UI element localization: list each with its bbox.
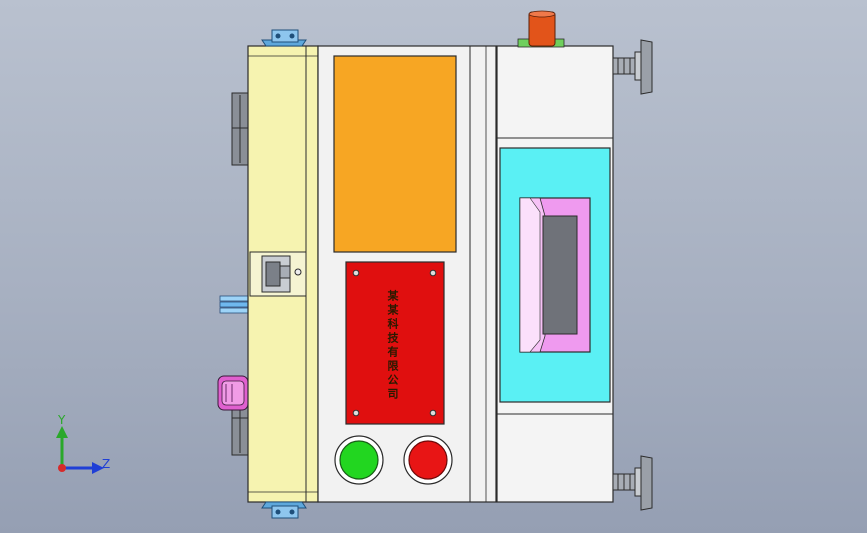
control-plate — [345, 261, 445, 425]
leveling-foot-icon — [612, 39, 653, 95]
display-window — [333, 55, 457, 253]
cable-gland-icon — [217, 375, 249, 411]
plate-company-text: 某某科技有限公司 — [386, 290, 399, 402]
axis-triad — [56, 426, 104, 474]
connector-icon — [219, 295, 251, 314]
axis-z-label: Z — [102, 457, 111, 471]
top-hinge-icon — [261, 29, 307, 47]
start-button[interactable] — [334, 435, 384, 485]
top-valve-icon — [517, 10, 565, 48]
latch-icon — [249, 251, 307, 297]
axis-y-label: Y — [58, 413, 66, 427]
upper-hinge-icon — [231, 92, 249, 166]
chamber-insert — [519, 197, 591, 353]
bottom-hinge-icon — [261, 501, 307, 519]
stop-button[interactable] — [403, 435, 453, 485]
leveling-foot-icon — [612, 455, 653, 511]
